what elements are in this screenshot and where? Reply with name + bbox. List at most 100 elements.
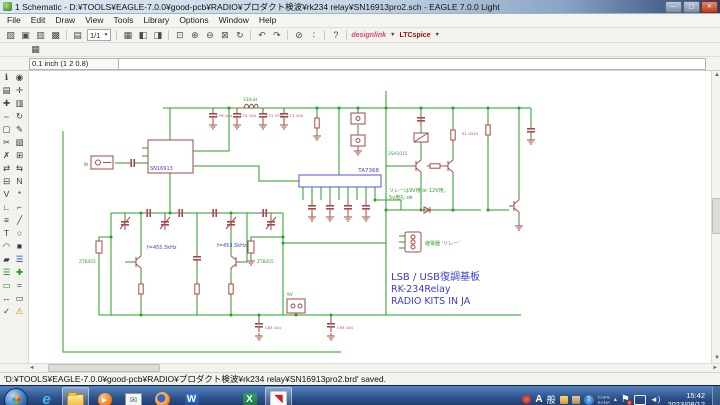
resonator-ztb455-left[interactable] [95, 237, 103, 257]
power-connector[interactable] [350, 112, 366, 156]
transistor-output[interactable] [508, 196, 520, 216]
taskbar-windows-explorer[interactable] [62, 387, 89, 405]
tool-dimension[interactable]: ↔ [2, 293, 11, 303]
ime-mode-indicator[interactable]: A [535, 394, 543, 405]
taskbar-excel[interactable]: X [236, 387, 263, 405]
tool-name[interactable]: N [16, 176, 23, 186]
menu-edit[interactable]: Edit [30, 15, 46, 25]
start-button[interactable] [4, 387, 28, 405]
menu-options[interactable]: Options [179, 15, 209, 25]
transistor-driver[interactable] [442, 156, 454, 176]
help-button[interactable]: ? [333, 30, 339, 40]
tool-pinswap[interactable]: ⇄ [2, 163, 11, 173]
scroll-right-arrow[interactable]: ► [712, 365, 718, 371]
ic-sn16913[interactable] [147, 139, 194, 174]
taskbar-mail[interactable]: ✉ [120, 387, 147, 405]
go-button[interactable]: ∶ [312, 30, 316, 40]
menu-draw[interactable]: Draw [55, 15, 76, 25]
tool-invoke[interactable]: ≡ [4, 215, 9, 225]
tool-polygon[interactable]: ▰ [3, 254, 10, 264]
tool-rect[interactable]: ■ [16, 241, 23, 251]
tool-split[interactable]: ⌐ [17, 202, 22, 212]
vertical-scroll-thumb[interactable] [712, 198, 720, 234]
tool-copy[interactable]: ▥ [15, 98, 24, 108]
tool-gateswap[interactable]: ⇆ [15, 163, 24, 173]
speaker-icon[interactable]: ◄) [649, 395, 661, 404]
print-button[interactable]: ▥ [36, 30, 45, 40]
tool-miter[interactable]: ∟ [2, 202, 11, 212]
layer-display-button[interactable]: ◧ [138, 30, 148, 40]
tool-cut[interactable]: ✂ [2, 137, 11, 147]
menu-help[interactable]: Help [258, 15, 277, 25]
ime-pad-icon[interactable] [571, 395, 580, 404]
ime-kanji-indicator[interactable]: 般 [546, 395, 556, 405]
maximize-button[interactable]: ▢ [683, 0, 700, 13]
tool-junction[interactable]: ✚ [15, 267, 24, 277]
tool-smash[interactable]: * [17, 189, 22, 199]
taskbar-firefox[interactable] [149, 387, 176, 405]
tool-text[interactable]: T [3, 228, 10, 238]
redo-button[interactable]: ↷ [273, 30, 281, 40]
designlink-menu[interactable]: designlink▼ [350, 32, 398, 39]
tool-move[interactable]: ✚ [2, 98, 11, 108]
tool-net[interactable]: ☰ [2, 267, 11, 277]
tool-circle[interactable]: ○ [16, 228, 23, 238]
scroll-up-arrow[interactable]: ▲ [714, 72, 720, 78]
tool-arc[interactable]: ◠ [2, 241, 11, 251]
schematic-canvas[interactable]: IN SN16913 TA7368 330uH C76 10u C74 104 … [29, 71, 711, 363]
show-hidden-icons-button[interactable]: ▴ [613, 397, 617, 403]
menu-library[interactable]: Library [143, 15, 170, 25]
sheet-list-button[interactable]: ▤ [73, 30, 82, 40]
ic-ta7368[interactable] [298, 174, 382, 188]
tool-frame[interactable]: ▭ [15, 293, 24, 303]
drawing-canvas[interactable]: IN SN16913 TA7368 330uH C76 10u C74 104 … [29, 71, 711, 363]
tool-label[interactable]: ▭ [2, 280, 11, 290]
tool-replace[interactable]: ⊟ [2, 176, 11, 186]
menu-tools[interactable]: Tools [113, 15, 134, 25]
tool-erc[interactable]: ✓ [2, 306, 11, 316]
grid-dialog-button[interactable]: ▦ [31, 44, 40, 54]
open-button[interactable]: ▨ [6, 30, 15, 40]
scroll-left-arrow[interactable]: ◄ [29, 365, 35, 371]
horizontal-scroll-thumb[interactable] [48, 364, 161, 372]
minimize-button[interactable]: — [665, 0, 682, 13]
relay-connector[interactable] [404, 231, 422, 253]
vertical-scrollbar[interactable]: ▲ ▼ [711, 71, 720, 363]
export-image-button[interactable]: ▩ [51, 30, 60, 40]
tool-mark[interactable]: ✛ [15, 85, 24, 95]
close-button[interactable]: ✕ [701, 0, 718, 13]
taskbar-clock[interactable]: 15:42 2023/08/12 [667, 391, 705, 405]
inductor-rfc3[interactable] [243, 103, 259, 109]
transistor-tr2[interactable] [230, 252, 242, 272]
relay-coil[interactable] [413, 132, 429, 143]
supply-connector[interactable] [286, 298, 306, 314]
ime-tool-icon[interactable] [559, 395, 568, 404]
zoom-out-button[interactable]: ⊖ [206, 30, 214, 40]
ime-help-icon[interactable]: ? [583, 394, 594, 405]
tool-rotate[interactable]: ↻ [15, 111, 24, 121]
transistor-2sa1015[interactable] [410, 156, 422, 176]
taskbar-eagle[interactable]: ◥ [265, 387, 292, 405]
tool-show[interactable]: ◉ [15, 72, 24, 82]
zoom-in-button[interactable]: ⊕ [191, 30, 199, 40]
transistor-tr1[interactable] [130, 252, 142, 272]
tool-group[interactable]: ▢ [2, 124, 11, 134]
tool-wire[interactable]: ╱ [16, 215, 23, 225]
tool-add[interactable]: ⊞ [15, 150, 24, 160]
eagle-tray-icon[interactable] [522, 395, 532, 404]
ltcspice-menu[interactable]: LTCspice▼ [398, 32, 442, 39]
show-desktop-button[interactable] [712, 386, 720, 405]
menu-window[interactable]: Window [218, 15, 249, 25]
action-center-icon[interactable]: ⚑✕ [621, 394, 632, 405]
horizontal-scrollbar[interactable]: ◄ ► [0, 363, 720, 372]
tool-mirror[interactable]: ⇔ [2, 111, 11, 121]
layer-settings-button[interactable]: ◨ [153, 30, 163, 40]
network-icon[interactable] [633, 394, 646, 405]
tool-delete[interactable]: ✗ [2, 150, 11, 160]
tool-value[interactable]: V [3, 189, 10, 199]
zoom-redraw-button[interactable]: ↻ [236, 30, 244, 40]
tool-errors[interactable]: ⚠ [15, 306, 24, 316]
taskbar-internet-explorer[interactable]: e [33, 387, 60, 405]
scroll-down-arrow[interactable]: ▼ [714, 355, 720, 361]
sheet-ratio-combo[interactable]: 1/1▼ [87, 29, 112, 41]
